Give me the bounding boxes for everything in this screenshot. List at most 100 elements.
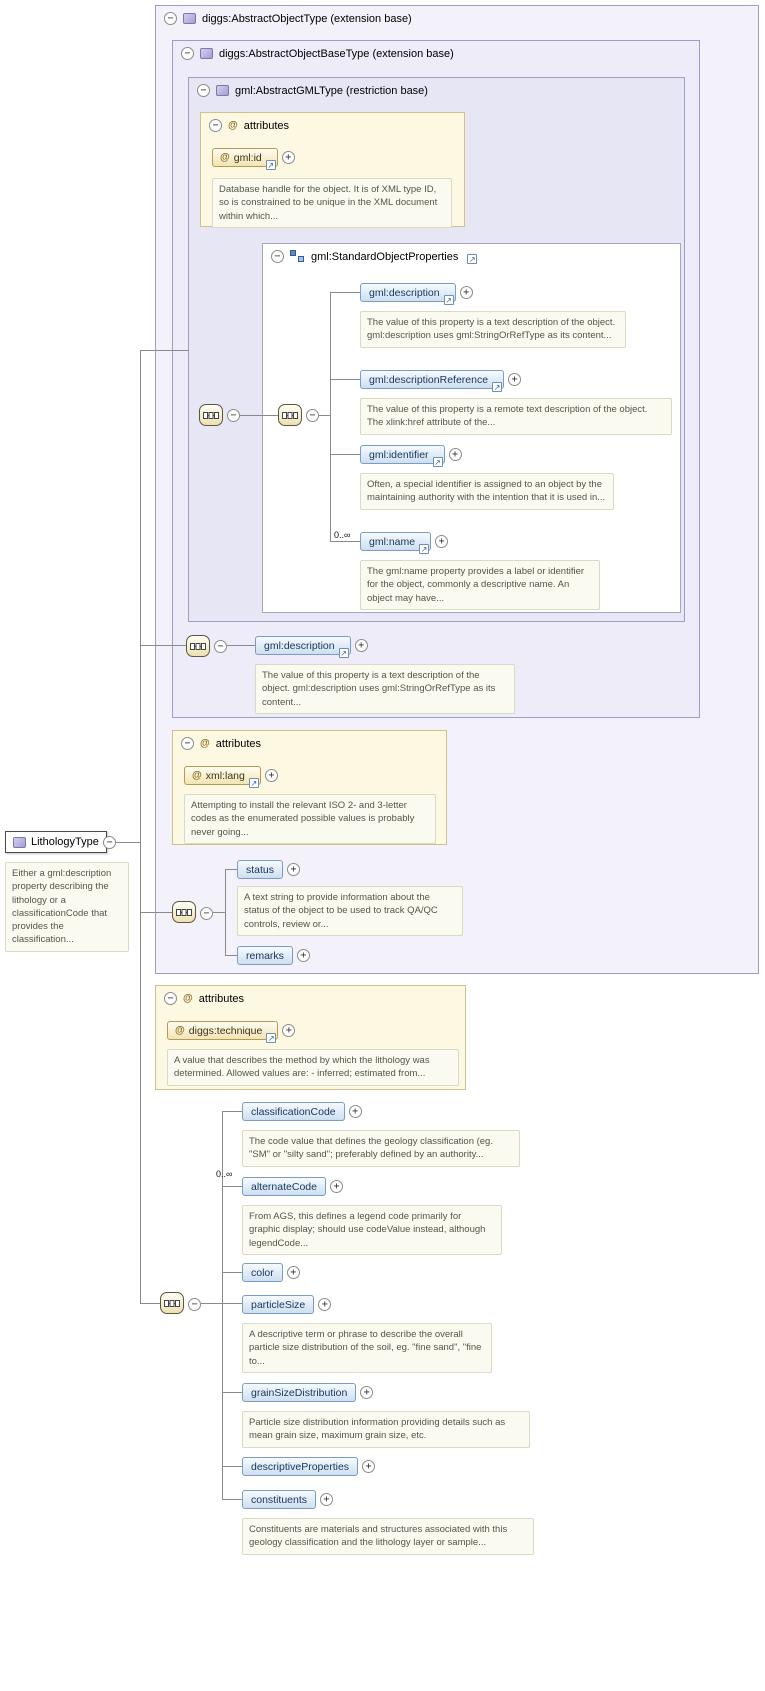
annotation-constituents: Constituents are materials and structure… bbox=[242, 1518, 534, 1555]
element-remarks-pill[interactable]: remarks bbox=[237, 946, 293, 965]
collapse-icon[interactable]: − bbox=[164, 12, 177, 25]
element-label: constituents bbox=[251, 1493, 308, 1506]
attribute-diggs-technique-pill[interactable]: @ diggs:technique ↗ bbox=[167, 1021, 279, 1043]
annotation-gml-description-reference: The value of this property is a remote t… bbox=[360, 398, 672, 435]
element-particle-size-pill[interactable]: particleSize bbox=[242, 1295, 315, 1314]
attribute-xml-lang: @ xml:lang ↗ + bbox=[184, 766, 278, 788]
attribute-gml-id: @ gml:id ↗ + bbox=[212, 148, 295, 170]
element-base-gml-description-pill[interactable]: gml:description ↗ bbox=[255, 636, 351, 658]
attributes-header: − @ attributes bbox=[201, 113, 464, 138]
jump-link-icon[interactable]: ↗ bbox=[338, 648, 349, 658]
element-gml-name-pill[interactable]: gml:name ↗ bbox=[360, 532, 432, 554]
element-label: grainSizeDistribution bbox=[251, 1386, 348, 1399]
collapse-icon[interactable]: − bbox=[103, 836, 116, 849]
element-label: descriptiveProperties bbox=[251, 1460, 350, 1473]
element-classification-code-pill[interactable]: classificationCode bbox=[242, 1102, 345, 1121]
jump-link-icon[interactable]: ↗ bbox=[266, 1033, 277, 1043]
connector-trunk bbox=[140, 350, 141, 1303]
expand-icon[interactable]: + bbox=[508, 373, 522, 386]
expand-icon[interactable]: + bbox=[320, 1493, 334, 1506]
connector bbox=[140, 350, 189, 351]
element-descriptive-properties-pill[interactable]: descriptiveProperties bbox=[242, 1457, 359, 1476]
jump-link-icon[interactable]: ↗ bbox=[467, 253, 478, 264]
element-grain-size-distribution-pill[interactable]: grainSizeDistribution bbox=[242, 1383, 357, 1402]
attribute-label: xml:lang bbox=[205, 769, 245, 782]
occurrence-label: 0..∞ bbox=[216, 1169, 233, 1179]
collapse-icon[interactable]: − bbox=[197, 84, 210, 97]
connector bbox=[116, 842, 140, 843]
element-label: gml:description bbox=[264, 639, 335, 652]
collapse-icon[interactable]: − bbox=[181, 47, 194, 60]
jump-link-icon[interactable]: ↗ bbox=[419, 544, 430, 554]
expand-icon[interactable]: + bbox=[362, 1460, 376, 1473]
collapse-icon[interactable]: − bbox=[188, 1298, 201, 1311]
expand-icon[interactable]: + bbox=[287, 863, 301, 876]
connector bbox=[140, 645, 186, 646]
attribute-gml-id-pill[interactable]: @ gml:id ↗ bbox=[212, 148, 278, 170]
attributes-header: − @ attributes bbox=[173, 731, 446, 756]
attribute-label: gml:id bbox=[233, 151, 262, 164]
element-status-pill[interactable]: status bbox=[237, 860, 284, 879]
expand-icon[interactable]: + bbox=[348, 1105, 362, 1118]
annotation-status: A text string to provide information abo… bbox=[237, 886, 463, 936]
expand-icon[interactable]: + bbox=[329, 1180, 343, 1193]
connector bbox=[239, 415, 278, 416]
element-alternate-code-pill[interactable]: alternateCode bbox=[242, 1177, 326, 1196]
expand-icon[interactable]: + bbox=[286, 1266, 300, 1279]
element-gml-description: gml:description ↗ + bbox=[360, 283, 473, 305]
expand-icon[interactable]: + bbox=[360, 1386, 374, 1399]
collapse-icon[interactable]: − bbox=[227, 409, 240, 422]
expand-icon[interactable]: + bbox=[296, 949, 310, 962]
sequence-icon bbox=[172, 901, 196, 923]
jump-link-icon[interactable]: ↗ bbox=[432, 457, 443, 467]
expand-icon[interactable]: + bbox=[448, 448, 462, 461]
root-element-lithology-type[interactable]: LithologyType bbox=[5, 831, 107, 853]
annotation-gml-identifier: Often, a special identifier is assigned … bbox=[360, 473, 614, 510]
element-gml-description-pill[interactable]: gml:description ↗ bbox=[360, 283, 456, 305]
collapse-icon[interactable]: − bbox=[181, 737, 194, 750]
element-constituents-pill[interactable]: constituents bbox=[242, 1490, 317, 1509]
attribute-icon: @ bbox=[200, 738, 210, 749]
element-color-pill[interactable]: color bbox=[242, 1263, 283, 1282]
element-particle-size: particleSize + bbox=[242, 1295, 332, 1314]
expand-icon[interactable]: + bbox=[282, 1024, 296, 1037]
expand-icon[interactable]: + bbox=[354, 639, 368, 652]
expand-icon[interactable]: + bbox=[459, 286, 473, 299]
connector bbox=[330, 292, 360, 293]
complex-type-icon bbox=[200, 48, 213, 59]
collapse-icon[interactable]: − bbox=[200, 907, 213, 920]
expand-icon[interactable]: + bbox=[264, 769, 278, 782]
attributes-title: attributes bbox=[215, 737, 262, 750]
element-constituents: constituents + bbox=[242, 1490, 334, 1509]
connector bbox=[140, 912, 172, 913]
collapse-icon[interactable]: − bbox=[164, 992, 177, 1005]
collapse-icon[interactable]: − bbox=[209, 119, 222, 132]
jump-link-icon[interactable]: ↗ bbox=[443, 295, 454, 305]
collapse-icon[interactable]: − bbox=[271, 250, 284, 263]
expand-icon[interactable]: + bbox=[318, 1298, 332, 1311]
complex-type-icon bbox=[183, 13, 196, 24]
annotation-grain-size-distribution: Particle size distribution information p… bbox=[242, 1411, 530, 1448]
element-gml-identifier-pill[interactable]: gml:identifier ↗ bbox=[360, 445, 445, 467]
element-label: status bbox=[246, 863, 275, 876]
connector bbox=[225, 869, 226, 956]
element-gml-description-reference-pill[interactable]: gml:descriptionReference ↗ bbox=[360, 370, 505, 392]
box-header: − gml:AbstractGMLType (restriction base) bbox=[189, 78, 684, 103]
connector bbox=[222, 1392, 242, 1393]
occurrence-label: 0..∞ bbox=[334, 530, 351, 540]
jump-link-icon[interactable]: ↗ bbox=[248, 778, 259, 788]
collapse-icon[interactable]: − bbox=[306, 409, 319, 422]
attribute-xml-lang-pill[interactable]: @ xml:lang ↗ bbox=[184, 766, 261, 788]
connector bbox=[213, 912, 225, 913]
expand-icon[interactable]: + bbox=[281, 151, 295, 164]
box-title: diggs:AbstractObjectType (extension base… bbox=[202, 12, 412, 25]
annotation-xml-lang: Attempting to install the relevant ISO 2… bbox=[184, 794, 436, 844]
element-color: color + bbox=[242, 1263, 300, 1282]
expand-icon[interactable]: + bbox=[435, 535, 449, 548]
connector bbox=[201, 1303, 242, 1304]
attribute-label: diggs:technique bbox=[188, 1024, 263, 1037]
jump-link-icon[interactable]: ↗ bbox=[492, 382, 503, 392]
complex-type-icon bbox=[13, 836, 26, 848]
collapse-icon[interactable]: − bbox=[214, 640, 227, 653]
jump-link-icon[interactable]: ↗ bbox=[265, 160, 276, 170]
